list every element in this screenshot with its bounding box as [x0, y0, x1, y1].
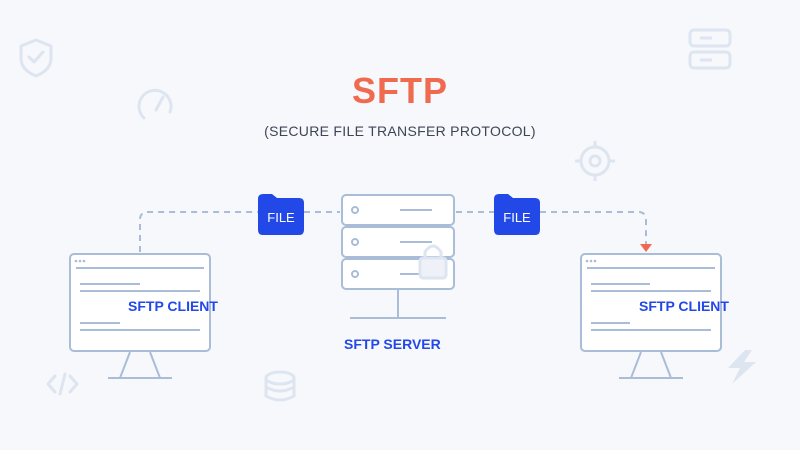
- arrow-head-icon: [640, 244, 652, 252]
- page-subtitle: (SECURE FILE TRANSFER PROTOCOL): [264, 123, 536, 139]
- lightning-icon: [728, 350, 756, 384]
- page-title: SFTP: [351, 70, 448, 111]
- connector-left: [139, 211, 258, 252]
- file-label-right: FILE: [503, 210, 531, 225]
- client-left-label: SFTP CLIENT: [128, 298, 218, 314]
- lock-icon: [418, 244, 448, 280]
- server-label: SFTP SERVER: [344, 336, 441, 352]
- gear-sync-icon: [575, 141, 615, 181]
- client-right-label: SFTP CLIENT: [639, 298, 729, 314]
- folder-icon: [258, 194, 304, 235]
- client-right-monitor: [580, 253, 722, 379]
- code-icon: [46, 372, 79, 396]
- server-list-icon: [688, 28, 732, 70]
- shield-check-icon: [19, 38, 53, 78]
- gauge-icon: [137, 88, 173, 120]
- database-sync-icon: [264, 370, 296, 402]
- folder-icon: [494, 194, 540, 235]
- file-label-left: FILE: [267, 210, 295, 225]
- client-left-monitor: [69, 253, 211, 379]
- connector-right: [540, 211, 647, 244]
